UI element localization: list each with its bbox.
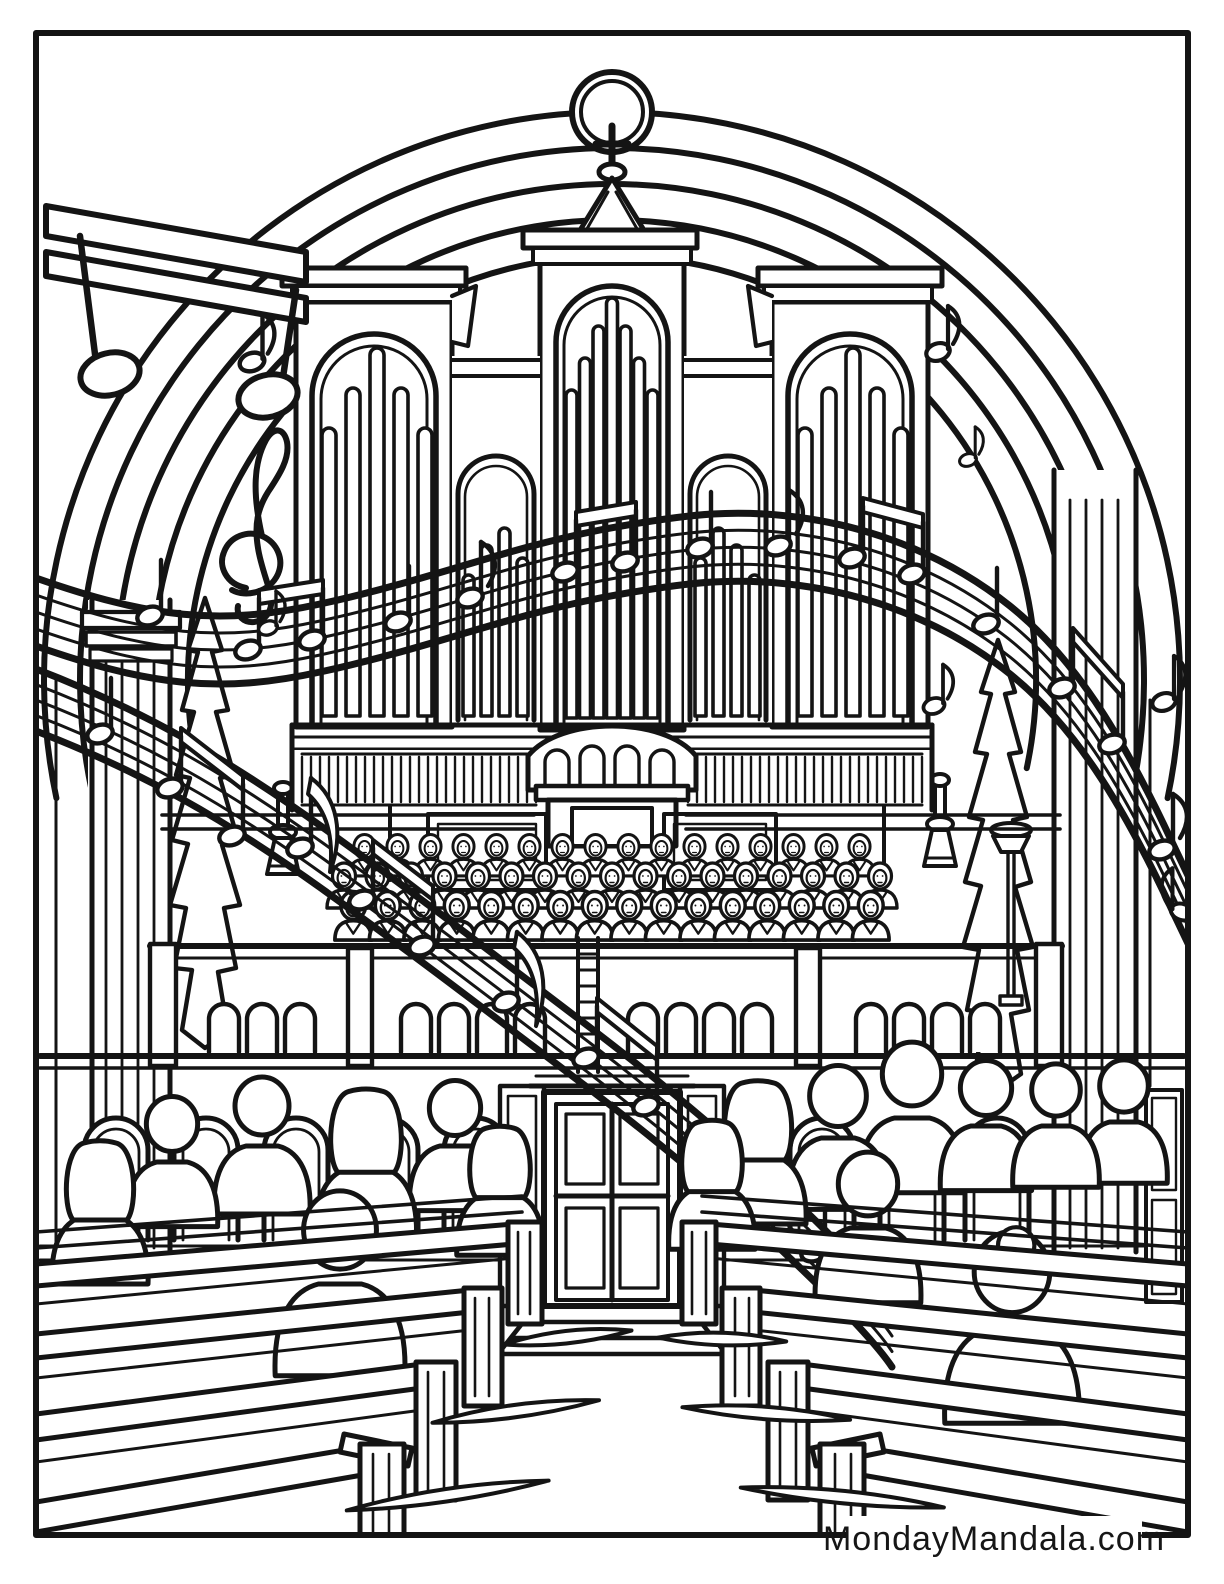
organ-pipe — [392, 386, 410, 718]
congregant-shoulders — [211, 1143, 313, 1217]
baluster-arch — [967, 1001, 1003, 1055]
note-head — [685, 536, 715, 560]
organ-console — [525, 723, 699, 849]
note-head — [85, 722, 115, 746]
note-head — [217, 824, 247, 848]
note-head — [837, 546, 867, 570]
baluster-arch — [244, 1001, 280, 1055]
aisle-carpet — [344, 1326, 946, 1513]
organ-pipe — [344, 386, 362, 718]
organ-pipe — [796, 426, 814, 718]
note-head — [610, 550, 640, 574]
congregant — [937, 1057, 1035, 1194]
congregant-head — [879, 1039, 945, 1109]
baluster-arch — [853, 1001, 889, 1055]
note-head — [135, 604, 165, 628]
staff-line — [36, 577, 1188, 952]
congregant — [1010, 1061, 1102, 1190]
congregant-head — [835, 1149, 901, 1219]
music-ribbon-upper-notes — [135, 487, 1188, 862]
congregant-head-long-hair — [63, 1138, 137, 1223]
organ-pipe — [844, 346, 862, 718]
congregant — [211, 1074, 313, 1217]
watermark-text: MondayMandala.com — [823, 1520, 1165, 1558]
note-flag-large — [306, 776, 340, 874]
note-head — [763, 534, 793, 558]
note-head — [285, 836, 315, 860]
large-beamed-note — [43, 203, 309, 421]
congregant-head — [957, 1057, 1015, 1119]
organ-pipe — [320, 426, 338, 718]
congregant-head-long-hair — [679, 1117, 745, 1195]
congregant-head — [143, 1093, 201, 1155]
watermark: MondayMandala.com — [823, 1516, 1165, 1564]
note-head — [297, 628, 327, 652]
baluster-arch — [663, 1001, 699, 1055]
note-flag — [786, 487, 806, 537]
note-head — [383, 610, 413, 634]
congregant-head — [232, 1074, 292, 1138]
organ-pipe — [747, 573, 762, 718]
baluster-arch — [206, 1001, 242, 1055]
music-ribbons — [36, 203, 1188, 1371]
carpet-wave — [738, 1485, 946, 1510]
note-head — [897, 562, 927, 586]
baluster-arch — [739, 1001, 775, 1055]
note-head — [407, 934, 437, 958]
pews-left — [36, 1194, 545, 1535]
note-head — [1047, 676, 1077, 700]
baluster-arch — [282, 1001, 318, 1055]
organ-pipe — [577, 356, 593, 720]
center-door — [527, 1074, 697, 1309]
organ-pipe — [820, 386, 838, 718]
carpet-wave — [344, 1478, 551, 1513]
congregant-head-long-hair — [467, 1123, 533, 1201]
congregant-head — [1097, 1057, 1151, 1115]
note-head — [491, 990, 521, 1014]
note-head — [631, 1094, 661, 1118]
note-head — [1097, 732, 1127, 756]
note-head — [571, 1046, 601, 1070]
note-head — [455, 586, 485, 610]
wall-lines — [54, 678, 1152, 1257]
baluster-arch — [398, 1001, 434, 1055]
pipe-organ — [279, 227, 945, 849]
note-head — [1147, 838, 1177, 862]
carpet-wave — [680, 1403, 853, 1423]
treble-clef-icon — [219, 427, 291, 626]
note-head — [155, 776, 185, 800]
congregant-head — [807, 1063, 869, 1129]
cross-icon — [592, 122, 632, 172]
note-head — [971, 612, 1001, 636]
carpet-wave — [502, 1326, 634, 1348]
finial-circle-cross — [569, 69, 655, 243]
carpet-wave — [656, 1330, 789, 1348]
note-head — [347, 888, 377, 912]
page-border — [33, 30, 1191, 1538]
congregant-head-long-hair — [328, 1086, 404, 1175]
note-head — [233, 638, 263, 662]
balustrade-arches — [206, 1001, 1003, 1055]
organ-pipe — [729, 543, 744, 718]
note-head — [550, 560, 580, 584]
organ-pipe — [711, 526, 726, 718]
congregant-head — [1029, 1061, 1083, 1119]
organ-pipe — [631, 356, 647, 720]
baluster-arch — [701, 1001, 737, 1055]
baluster-arch — [436, 1001, 472, 1055]
carpet-wave — [430, 1398, 602, 1425]
baluster-arch — [929, 1001, 965, 1055]
congregant-shoulders — [123, 1159, 221, 1230]
note-flag — [478, 539, 498, 589]
note-flag-large — [512, 930, 546, 1028]
congregant-shoulders — [1010, 1123, 1102, 1190]
congregant-head — [426, 1077, 484, 1139]
